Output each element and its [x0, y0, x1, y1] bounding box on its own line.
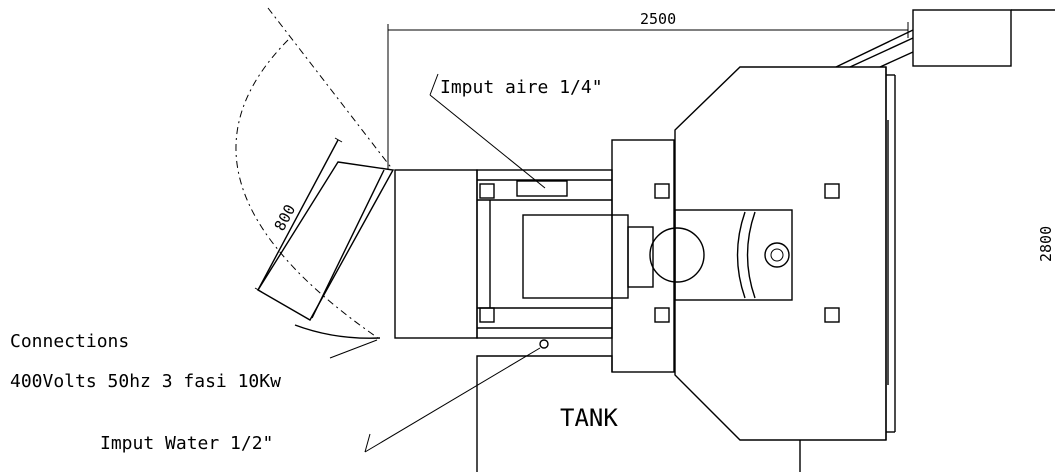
door-dimension-label: 800	[271, 202, 300, 234]
tank: TANK	[476, 355, 801, 472]
door-swing: 800	[235, 7, 395, 339]
spindle	[674, 209, 793, 301]
water-input-leader: Imput Water 1/2"	[100, 347, 541, 454]
water-input-label: Imput Water 1/2"	[100, 433, 273, 454]
bolt-marker	[654, 183, 670, 199]
bearing-block	[611, 139, 675, 373]
width-dimension: 2500	[387, 10, 909, 170]
air-input-leader: Imput aire 1/4"	[429, 73, 603, 189]
control-box	[835, 9, 1055, 68]
bolt-marker	[824, 183, 840, 199]
connections-spec: 400Volts 50hz 3 fasi 10Kw	[10, 371, 281, 392]
main-chamber	[674, 66, 896, 441]
machine-frame	[476, 169, 613, 339]
water-inlet-point	[539, 339, 549, 349]
motor	[522, 214, 705, 299]
bolt-marker	[824, 307, 840, 323]
door-panel	[394, 169, 478, 339]
tank-label: TANK	[560, 404, 618, 432]
bolt-marker	[654, 307, 670, 323]
connections-title: Connections	[10, 331, 129, 352]
width-dimension-label: 2500	[640, 10, 676, 28]
connections-leader: Connections 400Volts 50hz 3 fasi 10Kw	[10, 331, 378, 392]
air-input-label: Imput aire 1/4"	[440, 77, 603, 98]
height-dimension-label: 2800	[1037, 226, 1055, 262]
